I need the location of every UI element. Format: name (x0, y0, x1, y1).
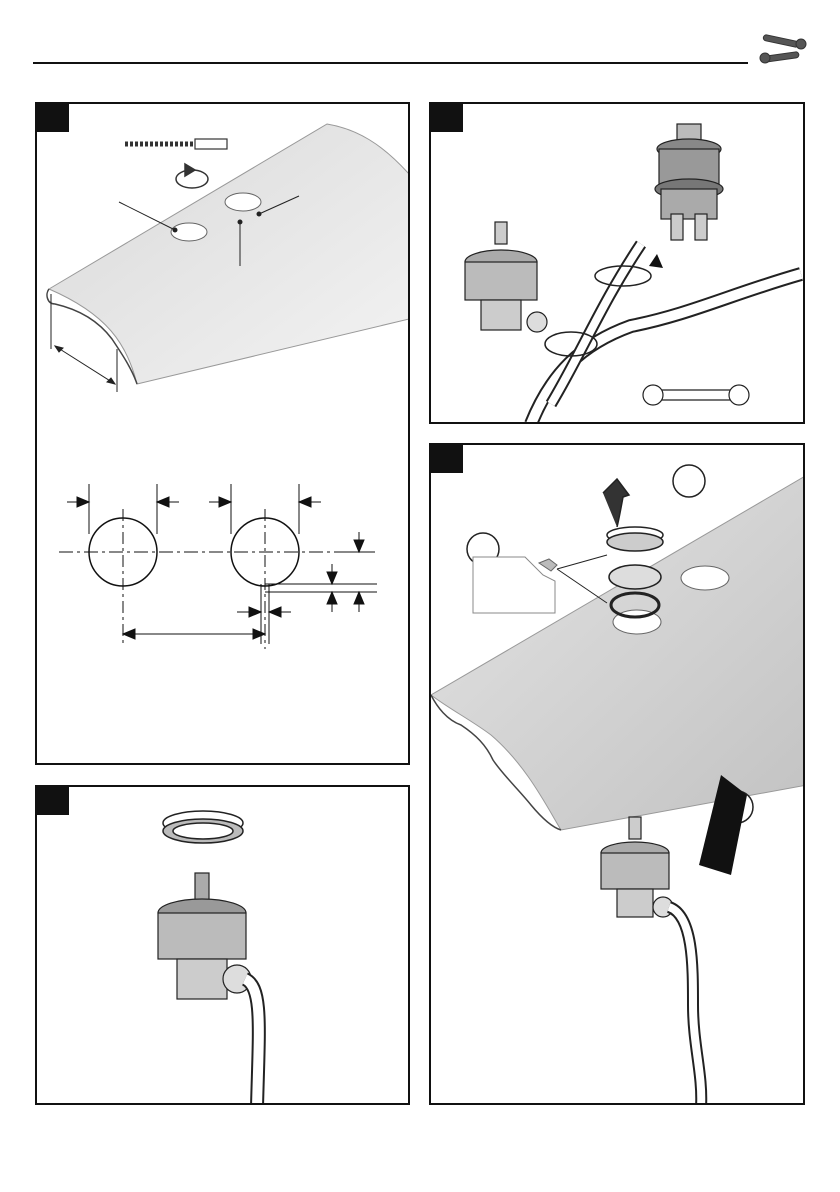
callout-circle (673, 465, 705, 497)
fit-nut-illustration (37, 787, 410, 1105)
drill-bit-icon (125, 139, 227, 149)
hole-dimension-drawing (59, 484, 377, 649)
mixer-body (601, 817, 673, 917)
step-panel-install-valve (429, 443, 805, 1105)
tools-icon (757, 30, 807, 70)
install-valve-illustration (431, 445, 805, 1105)
step-panel-connect-hose (429, 102, 805, 424)
drilling-illustration (37, 104, 410, 765)
step-panel-fit-nut (35, 785, 410, 1105)
step-panel-drilling (35, 102, 410, 765)
rotation-arrow-icon (176, 164, 208, 188)
header-rule (33, 62, 748, 64)
deck-surface (49, 124, 409, 384)
mixer-body (158, 873, 251, 999)
mixer-body (465, 222, 547, 332)
seal-ring-icon (163, 811, 243, 843)
valve-cartridge (655, 124, 723, 240)
wrench-icon (643, 385, 749, 405)
connect-hose-illustration (431, 104, 805, 424)
hose (531, 274, 801, 424)
